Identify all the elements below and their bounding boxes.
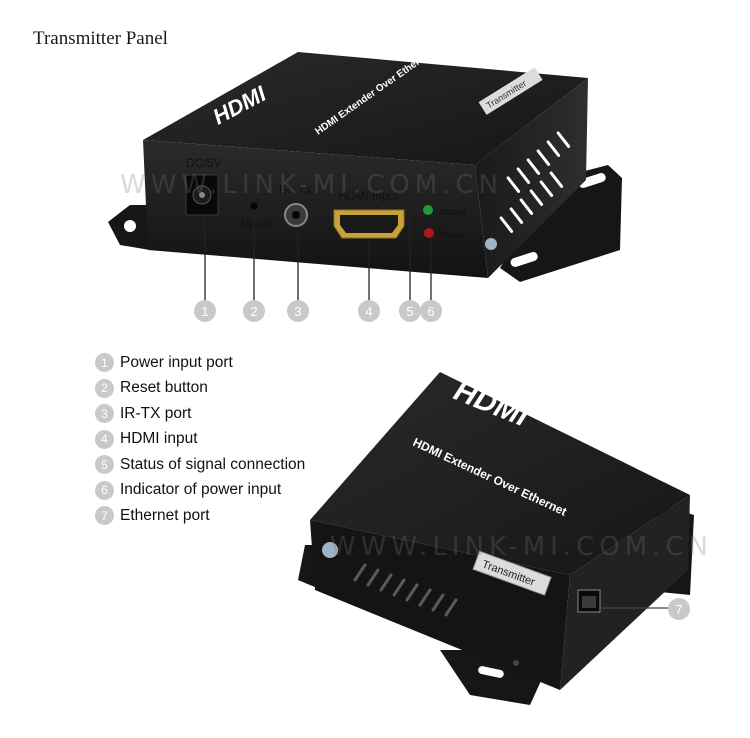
device-top-face <box>143 52 588 165</box>
legend-text: Ethernet port <box>120 506 210 524</box>
watermark-top: WWW.LINK-MI.COM.CN <box>120 170 503 200</box>
transmitter-front-view: HDMI HDMI Extender Over Ethernet Transmi… <box>108 48 622 300</box>
callout-badge-2: 2 <box>243 300 265 322</box>
legend-text: Reset button <box>120 379 208 397</box>
legend-number: 4 <box>95 429 114 449</box>
callout-badge-1: 1 <box>194 300 216 322</box>
right-ear-slot-lower <box>510 252 538 267</box>
legend-text: Indicator of power input <box>120 481 282 499</box>
watermark-bottom: WWW.LINK-MI.COM.CN <box>330 532 713 562</box>
status-label: Status <box>439 207 467 217</box>
hdmi-input-label: HDMI Input <box>338 189 399 203</box>
legend-text: IR-TX port <box>120 404 192 422</box>
legend-text: Status of signal connection <box>120 455 306 473</box>
callout-badge-3: 3 <box>287 300 309 322</box>
legend-item: 6 Indicator of power input <box>95 478 305 504</box>
legend-text: Power input port <box>120 353 233 371</box>
legend-list: 1 Power input port 2 Reset button 3 IR-T… <box>95 350 305 529</box>
panel-title: Transmitter Panel <box>33 28 168 49</box>
bottom-device-right-face <box>560 495 690 690</box>
legend-item: 5 Status of signal connection <box>95 452 305 478</box>
legend-item: 1 Power input port <box>95 350 305 376</box>
power-led <box>424 228 434 238</box>
transmitter-perspective-view: HDMI HDMI Extender Over Ethernet Transmi… <box>298 372 694 705</box>
left-ear-hole <box>124 220 136 232</box>
device-side-face <box>475 78 588 278</box>
legend-number: 2 <box>95 378 114 398</box>
irtx-label: IR TX <box>279 183 313 197</box>
callout-badge-4: 4 <box>358 300 380 322</box>
legend-item: 4 HDMI input <box>95 427 305 453</box>
bottom-sticker-icon <box>322 542 338 558</box>
legend-item: 7 Ethernet port <box>95 503 305 529</box>
callout-lines-front <box>204 211 432 300</box>
bottom-device-top-face <box>310 372 690 575</box>
bottom-side-vents <box>353 563 458 617</box>
power-label: Power <box>439 230 467 240</box>
bottom-screw-icon <box>513 660 519 666</box>
legend-item: 2 Reset button <box>95 376 305 402</box>
legend-number: 6 <box>95 480 114 500</box>
dc-label: DC/5V <box>186 156 221 170</box>
right-ear-slot-upper <box>578 173 606 188</box>
status-led <box>423 205 433 215</box>
side-sticker-icon <box>485 238 497 250</box>
legend-number: 1 <box>95 353 114 373</box>
callout-badge-6: 6 <box>420 300 442 322</box>
side-vents <box>499 131 571 233</box>
device-front-face <box>143 140 488 278</box>
legend-item: 3 IR-TX port <box>95 401 305 427</box>
legend-number: 5 <box>95 455 114 475</box>
legend-number: 7 <box>95 506 114 526</box>
reset-button[interactable] <box>250 202 258 210</box>
callout-badge-7: 7 <box>668 598 690 620</box>
legend-number: 3 <box>95 404 114 424</box>
legend-text: HDMI input <box>120 430 198 448</box>
callout-badge-5: 5 <box>399 300 421 322</box>
reset-label: Reset <box>241 217 273 231</box>
